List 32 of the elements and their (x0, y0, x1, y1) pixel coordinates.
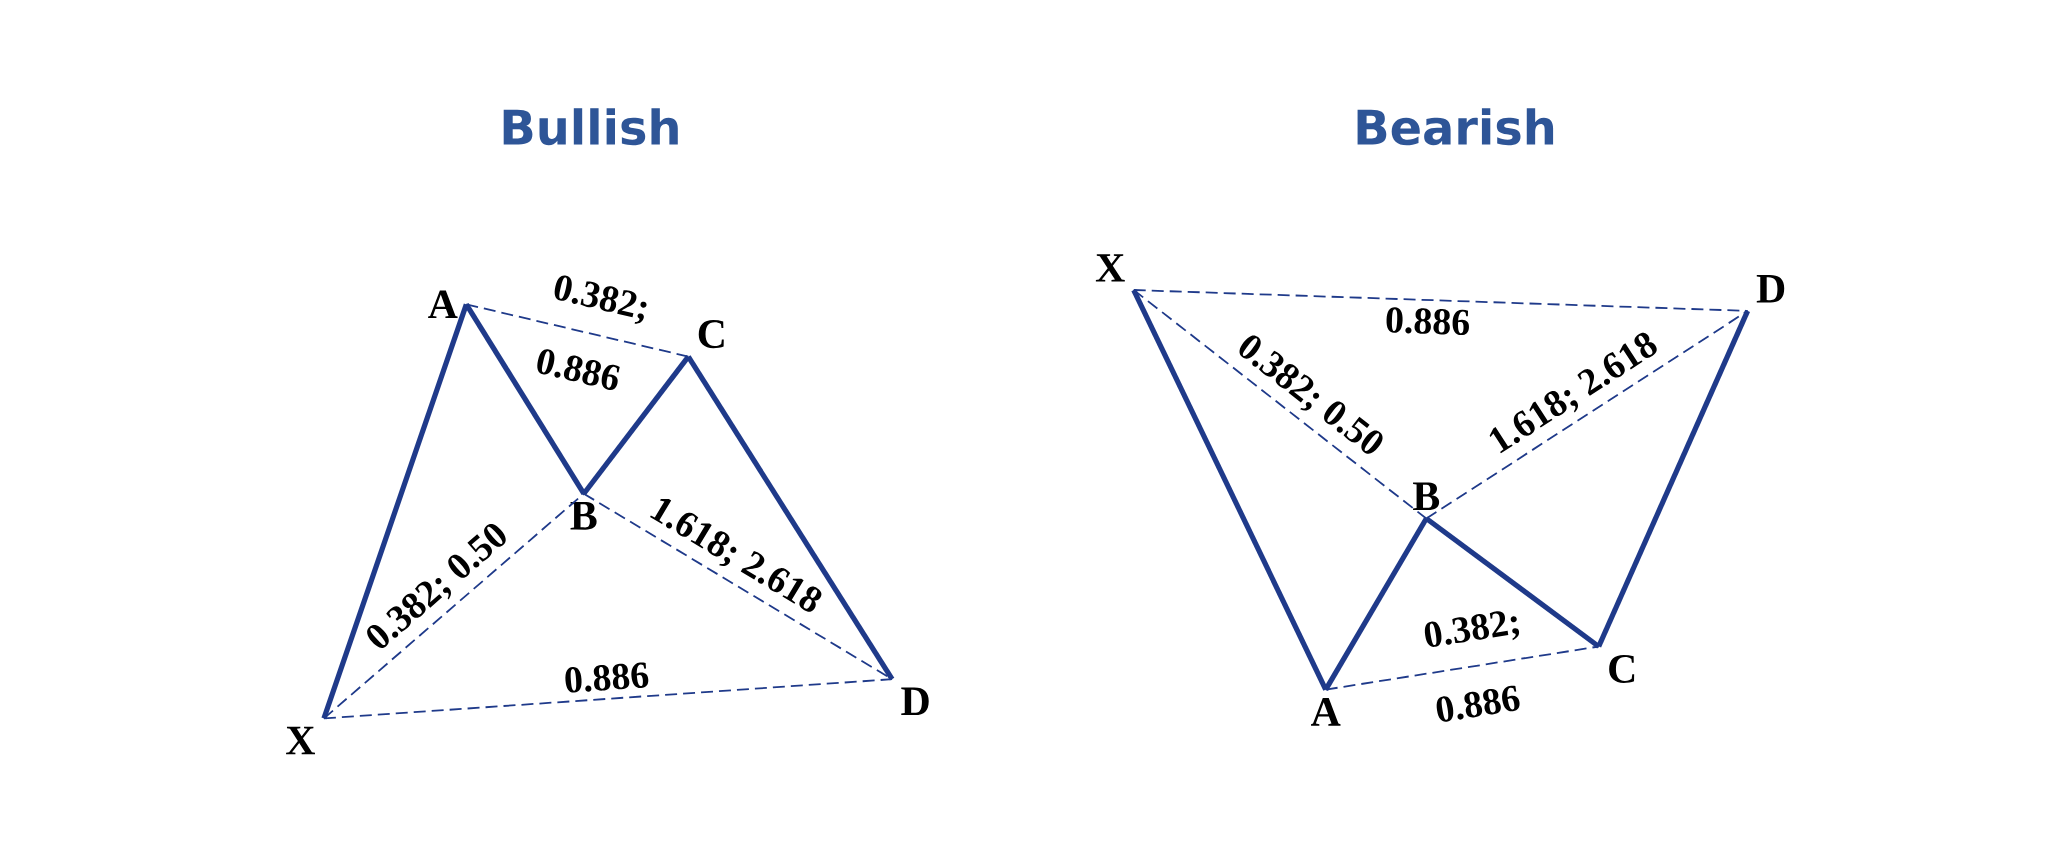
vertex-label: C (698, 320, 724, 349)
vertex-label: X (286, 726, 315, 755)
leg-line (686, 355, 895, 681)
ratio-line (1425, 310, 1749, 520)
ratio-line (465, 303, 690, 358)
vertex-label: D (901, 687, 929, 716)
edge-label: 0.886 (565, 662, 649, 693)
edge-label: 1.618; 2.618 (1489, 332, 1657, 454)
leg-line (1131, 288, 1329, 691)
ratio-line (1132, 289, 1428, 520)
leg-line (464, 302, 586, 496)
leg-line (321, 303, 469, 720)
vertex-label: A (428, 290, 458, 319)
heading: Bullish (503, 108, 678, 146)
leg-line (1323, 517, 1429, 691)
edge-label: 0.382; 0.886 (537, 275, 647, 390)
edge-label: 0.886 (1386, 307, 1469, 336)
vertex-label: B (570, 502, 597, 530)
leg-line (1596, 309, 1750, 648)
ratio-line (323, 678, 893, 720)
leg-line (1424, 516, 1601, 649)
vertex-label: C (1609, 654, 1635, 683)
vertex-label: D (1756, 275, 1785, 303)
ratio-line (1324, 645, 1600, 691)
vertex-label: B (1413, 482, 1440, 511)
edge-label: 0.382; 0.886 (1424, 611, 1520, 722)
heading: Bearish (1357, 108, 1554, 146)
ratio-line (323, 492, 585, 720)
vertex-label: X (1095, 254, 1125, 282)
vertex-label: A (1311, 698, 1341, 726)
ratio-line (1132, 289, 1749, 312)
leg-line (581, 355, 691, 496)
